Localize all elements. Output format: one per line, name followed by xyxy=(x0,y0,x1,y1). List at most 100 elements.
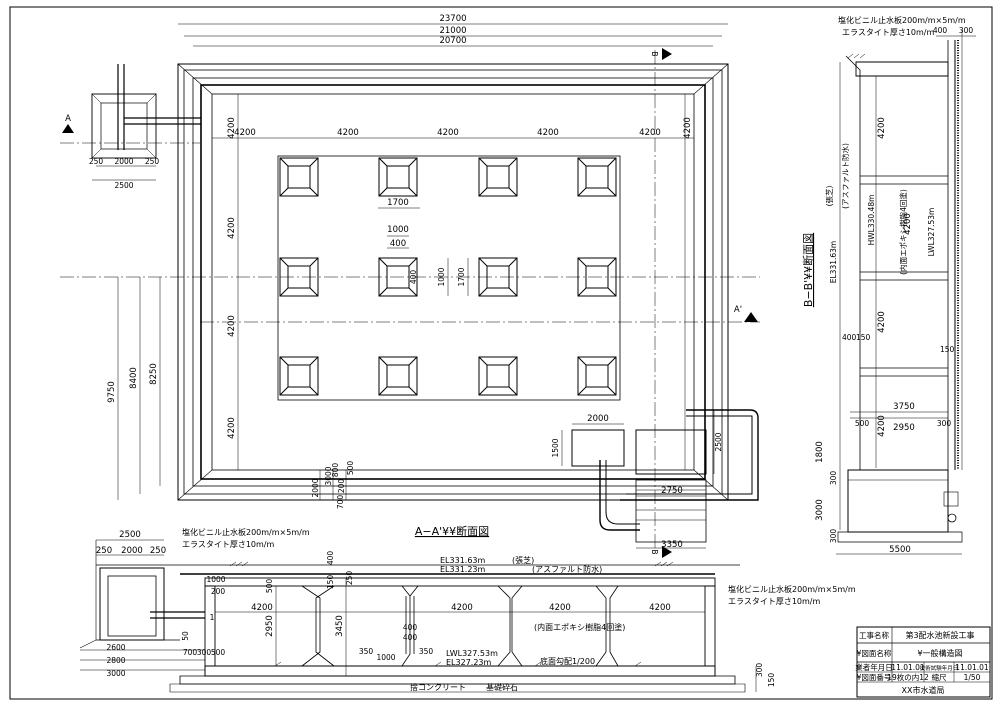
aa-right-dim: 150 xyxy=(767,673,776,688)
dim-y-span: 4200 xyxy=(683,117,693,139)
dim-column: 400 xyxy=(409,270,418,285)
bb-top-dim: 300 xyxy=(959,26,974,35)
column-footing xyxy=(478,356,518,396)
aa-col-dim: 1000 xyxy=(376,653,395,662)
aa-col-dim: 350 xyxy=(419,647,434,656)
dim-bottom: 500 xyxy=(346,461,355,476)
aa-height: 150 xyxy=(326,575,335,590)
tb-drawing-label: ¥図面名称 xyxy=(857,648,892,658)
dim-x-span: 4200 xyxy=(234,128,256,138)
dim-footing: 1000 xyxy=(387,225,409,235)
bb-bottom-dim: 300 xyxy=(829,529,838,544)
bb-elevation: EL331.63m xyxy=(829,241,838,283)
dim-column: 400 xyxy=(390,239,406,249)
column-footing xyxy=(577,356,617,396)
aa-elevation-slab: EL331.23m xyxy=(440,565,486,574)
bb-hwl: HWL330.48m xyxy=(867,195,876,246)
bb-v-dim: 4200 xyxy=(903,213,913,235)
dim-valve: 2750 xyxy=(661,486,683,496)
section-bb-geometry xyxy=(837,30,963,543)
aa-height: 3450 xyxy=(335,615,345,637)
column-footing xyxy=(577,157,617,197)
bb-v-dim: 4200 xyxy=(877,415,887,437)
tb-scale-value: 1/50 xyxy=(964,673,981,682)
column-footing xyxy=(279,157,319,197)
section-bb-dimension-lines xyxy=(836,35,976,555)
plan-dimension-lines xyxy=(92,23,728,549)
dim-inlet: 2000 xyxy=(114,157,133,166)
section-arrow-a-icon xyxy=(62,124,74,133)
dim-bottom: 2000 xyxy=(311,478,320,497)
bb-bottom-dim: 500 xyxy=(855,419,870,428)
bb-v-dim: 4200 xyxy=(877,311,887,333)
bb-turf: (張芝) xyxy=(824,186,834,207)
column-footings xyxy=(279,157,617,396)
dim-overall-width: 23700 xyxy=(439,14,466,24)
section-mark-b: B xyxy=(650,51,659,56)
tb-scale-label: 縮尺 xyxy=(932,672,947,682)
aa-height: 400 xyxy=(326,551,335,566)
aa-turf: (張芝) xyxy=(512,555,534,565)
dim-bottom: 3000 xyxy=(324,466,333,485)
dim-footing: 1700 xyxy=(387,198,409,208)
dim-outer-wall: 21000 xyxy=(439,26,466,36)
bb-bottom-dim: 300 xyxy=(937,419,952,428)
aa-note-waterstop-right: 塩化ビニル止水板200m/m×5m/m xyxy=(728,584,856,594)
bb-asphalt: (アスファルト防水) xyxy=(840,143,850,209)
column-footing xyxy=(478,257,518,297)
plan-dimension-texts: 23700 21000 20700 4200 4200 4200 4200 42… xyxy=(89,14,723,550)
aa-top-dim: 2000 xyxy=(121,546,143,556)
dim-footing: 1000 xyxy=(437,267,446,286)
section-bb-texts: 塩化ビニル止水板200m/m×5m/m エラスタイト厚さ10m/m 400 30… xyxy=(801,15,973,555)
dim-valve: 2000 xyxy=(587,414,609,424)
aa-height: 500 xyxy=(265,579,274,594)
bb-note-waterstop: 塩化ビニル止水板200m/m×5m/m xyxy=(838,15,966,25)
aa-left-dim: 500 xyxy=(211,648,226,657)
tb-design-date-label: 業者年月日 xyxy=(855,662,893,672)
aa-span: 4200 xyxy=(251,603,273,613)
aa-left-dim: 1000 xyxy=(206,575,225,584)
bb-epoxy: (内面エポキシ樹脂4回塗) xyxy=(898,189,908,275)
dim-left: 9750 xyxy=(107,381,117,403)
section-mark-a: A xyxy=(65,114,71,124)
section-aa-texts: 2500 250 2000 250 塩化ビニル止水板200m/m×5m/m エラ… xyxy=(96,527,856,692)
column-footing xyxy=(478,157,518,197)
dim-inner-wall: 20700 xyxy=(439,36,466,46)
dim-inlet: 250 xyxy=(89,157,104,166)
aa-asphalt: (アスファルト防水) xyxy=(532,564,602,574)
column-footing xyxy=(279,356,319,396)
tb-project-value: 第3配水池新設工事 xyxy=(905,630,974,640)
tb-drawing-value: ¥一般構造図 xyxy=(917,648,962,658)
dim-valve: 2500 xyxy=(714,432,723,451)
section-arrow-a-prime-icon xyxy=(744,312,758,322)
tb-number-label: ¥図面番号 xyxy=(857,672,892,682)
aa-height: 2950 xyxy=(265,615,275,637)
dim-bottom: 200 xyxy=(337,479,346,494)
aa-span: 4200 xyxy=(451,603,473,613)
aa-left-dim: 2800 xyxy=(106,656,125,665)
tb-project-label: 工事名称 xyxy=(859,630,889,640)
bb-note-elastite: エラスタイト厚さ10m/m xyxy=(842,28,935,37)
bb-mid-dim: 150 xyxy=(856,333,871,342)
tb-office: XX市水道局 xyxy=(902,685,945,695)
dim-valve: 3350 xyxy=(661,540,683,550)
column-footing xyxy=(577,257,617,297)
aa-crushed-stone: 基礎砕石 xyxy=(486,682,518,692)
section-arrow-b-prime-icon xyxy=(662,546,672,558)
bb-v-dim: 4200 xyxy=(877,117,887,139)
aa-bottom-el: EL327.23m xyxy=(446,658,492,667)
dim-x-span: 4200 xyxy=(639,128,661,138)
aa-left-dim: 200 xyxy=(211,587,226,596)
column-footing xyxy=(279,257,319,297)
aa-top-dim: 250 xyxy=(150,546,166,556)
dim-x-span: 4200 xyxy=(537,128,559,138)
tb-check-label: 技術試験年月日 xyxy=(920,664,959,672)
aa-epoxy: (内面エポキシ樹脂4回塗) xyxy=(534,622,625,632)
title-block-texts: 工事名称 第3配水池新設工事 ¥図面名称 ¥一般構造図 業者年月日 11.01.… xyxy=(855,630,989,695)
aa-span: 4200 xyxy=(549,603,571,613)
section-mark-a-prime: A' xyxy=(734,305,742,315)
dim-footing: 1700 xyxy=(457,267,466,286)
dim-y-span: 4200 xyxy=(227,315,237,337)
bb-bottom-dim: 2950 xyxy=(893,423,915,433)
column-footing xyxy=(378,356,418,396)
